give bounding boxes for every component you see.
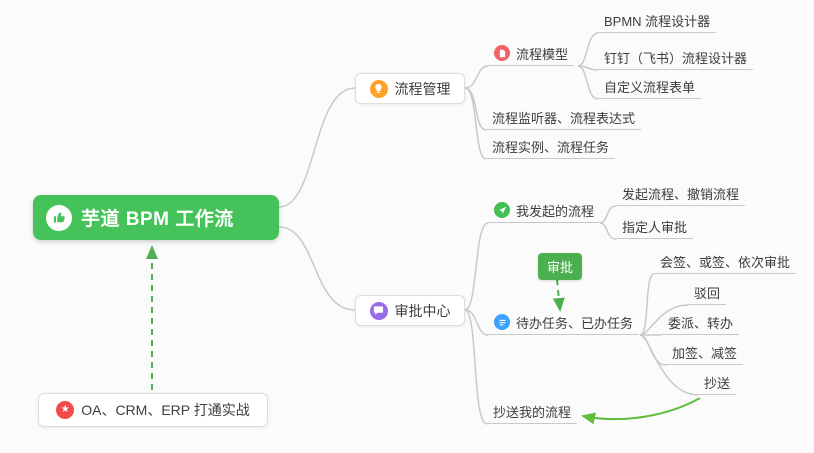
node-custom-form[interactable]: 自定义流程表单 (598, 77, 702, 99)
node-listener-expression-label: 流程监听器、流程表达式 (492, 110, 636, 126)
node-assign-approver[interactable]: 指定人审批 (616, 217, 694, 239)
node-todo-done[interactable]: 待办任务、已办任务 (488, 313, 640, 335)
node-todo-done-label: 待办任务、已办任务 (516, 315, 634, 331)
node-process-model[interactable]: 流程模型 (488, 44, 575, 66)
node-instance-task-label: 流程实例、流程任务 (492, 139, 610, 155)
task-list-icon (494, 314, 510, 330)
node-custom-form-label: 自定义流程表单 (604, 79, 696, 95)
star-icon: ★ (56, 401, 75, 419)
approval-center-icon (369, 301, 388, 320)
node-process-management-label: 流程管理 (394, 80, 451, 97)
node-launch-cancel-label: 发起流程、撤销流程 (622, 186, 740, 202)
document-icon (494, 45, 510, 61)
node-approval-center[interactable]: 审批中心 (355, 295, 465, 326)
node-reject[interactable]: 驳回 (688, 283, 727, 305)
paper-plane-icon (494, 202, 510, 218)
approval-tag[interactable]: 审批 (538, 253, 583, 280)
relation-arrow-approval (552, 278, 565, 312)
node-process-management[interactable]: 流程管理 (355, 73, 465, 104)
node-dingtalk-designer[interactable]: 钉钉（飞书）流程设计器 (598, 48, 754, 70)
node-approval-center-label: 审批中心 (394, 302, 451, 319)
node-listener-expression[interactable]: 流程监听器、流程表达式 (486, 108, 642, 130)
root-node[interactable]: 芋道 BPM 工作流 (33, 195, 279, 240)
node-my-initiated[interactable]: 我发起的流程 (488, 201, 601, 223)
node-cc-my-process[interactable]: 抄送我的流程 (487, 402, 578, 424)
root-label: 芋道 BPM 工作流 (81, 209, 234, 230)
node-oa-crm-erp[interactable]: ★ OA、CRM、ERP 打通实战 (38, 393, 268, 427)
node-assign-approver-label: 指定人审批 (622, 219, 688, 235)
node-countersign-label: 会签、或签、依次审批 (660, 254, 791, 270)
node-dingtalk-designer-label: 钉钉（飞书）流程设计器 (604, 50, 748, 66)
node-bpmn-designer[interactable]: BPMN 流程设计器 (598, 11, 717, 33)
node-bpmn-designer-label: BPMN 流程设计器 (604, 13, 711, 29)
node-launch-cancel[interactable]: 发起流程、撤销流程 (616, 184, 746, 206)
thumbs-up-icon (46, 204, 72, 231)
node-cc[interactable]: 抄送 (698, 373, 737, 395)
node-my-initiated-label: 我发起的流程 (516, 203, 595, 219)
node-cc-my-process-label: 抄送我的流程 (493, 404, 572, 420)
node-delegate-transfer[interactable]: 委派、转办 (662, 313, 740, 335)
node-countersign[interactable]: 会签、或签、依次审批 (654, 252, 797, 274)
node-add-remove-sign[interactable]: 加签、减签 (666, 343, 744, 365)
relation-arrow-cc (581, 397, 701, 425)
node-reject-label: 驳回 (694, 285, 721, 301)
lightbulb-icon (369, 79, 388, 98)
node-oa-crm-erp-label: OA、CRM、ERP 打通实战 (81, 402, 250, 418)
node-process-model-label: 流程模型 (516, 46, 569, 62)
node-instance-task[interactable]: 流程实例、流程任务 (486, 137, 616, 159)
node-cc-label: 抄送 (704, 375, 731, 391)
node-add-remove-sign-label: 加签、减签 (672, 345, 738, 361)
node-delegate-transfer-label: 委派、转办 (668, 315, 734, 331)
